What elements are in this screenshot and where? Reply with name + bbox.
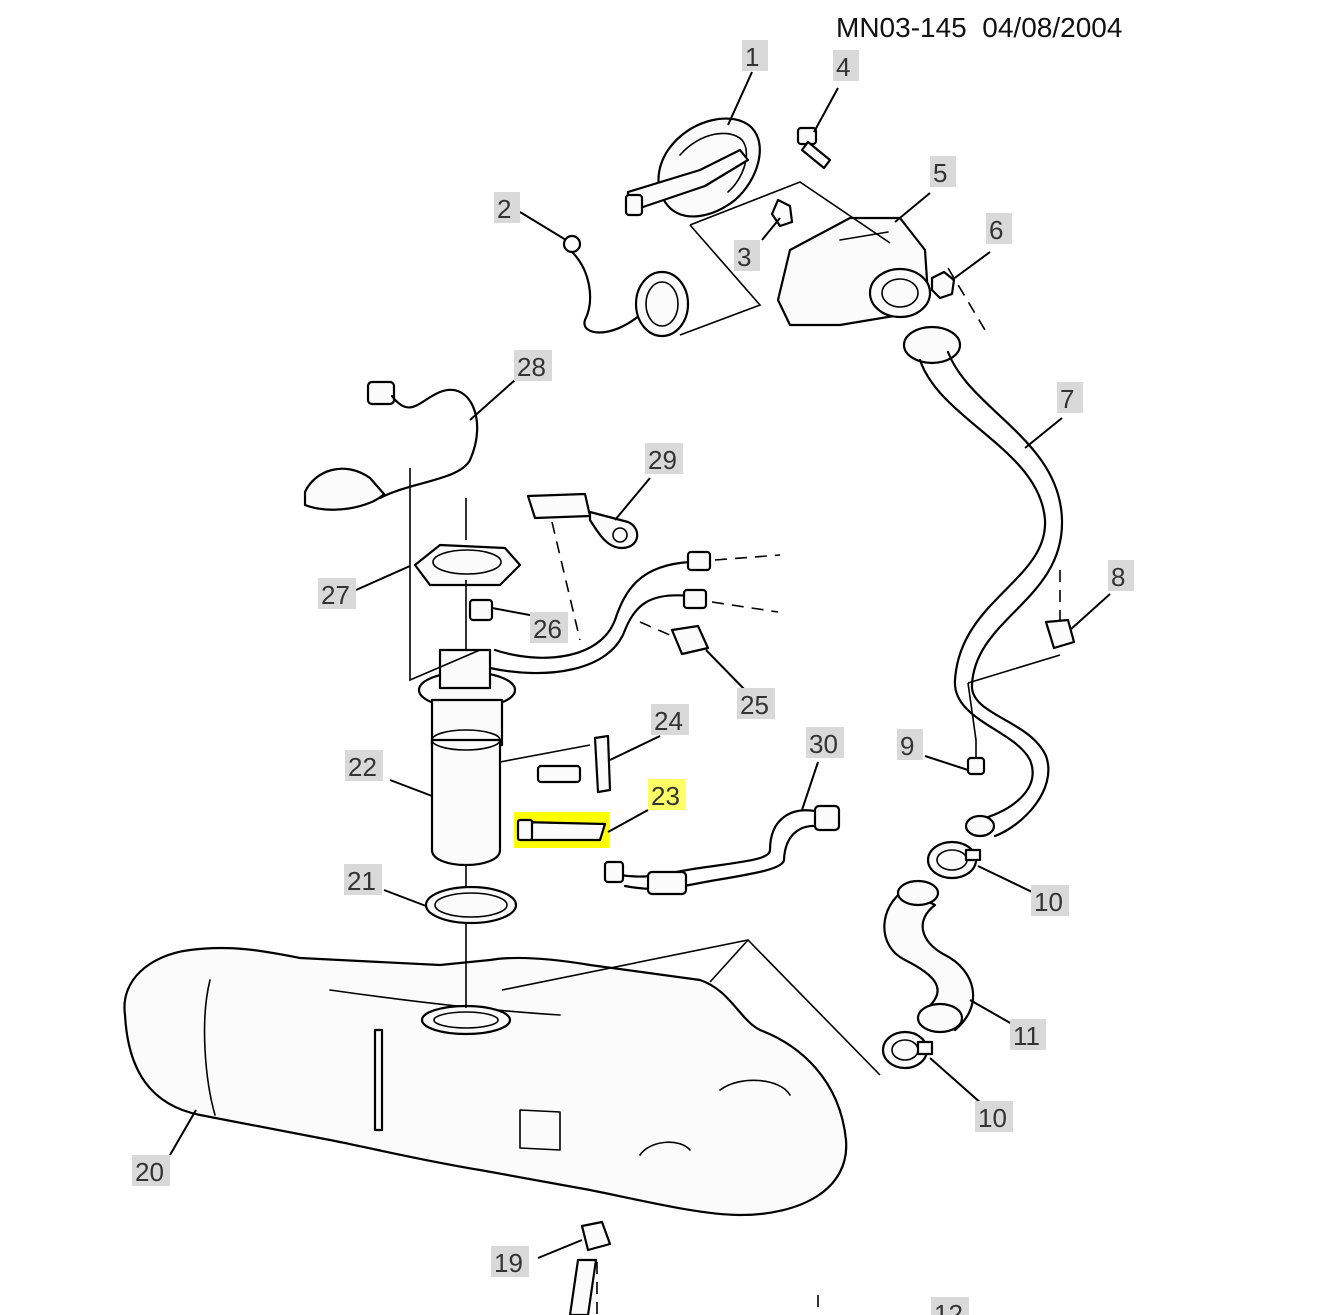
- svg-text:6: 6: [989, 215, 1003, 245]
- callout-24: 24: [651, 704, 689, 736]
- fuel-lines-module: [488, 550, 712, 675]
- part-5-filler-housing: [776, 216, 932, 327]
- part-10-clamp-upper: [926, 840, 982, 880]
- part-9-bolt: [966, 739, 986, 776]
- callout-27: 27: [318, 578, 356, 610]
- svg-text:24: 24: [654, 706, 683, 736]
- svg-text:23: 23: [651, 781, 680, 811]
- callout-26: 26: [530, 612, 568, 644]
- callout-11: 11: [1010, 1019, 1046, 1051]
- part-2-cap-tether: [562, 234, 690, 338]
- svg-text:26: 26: [533, 614, 562, 644]
- part-10-clamp-lower: [881, 1030, 934, 1070]
- part-27-lock-ring: [413, 543, 522, 587]
- part-29-retainer: [526, 492, 639, 550]
- svg-text:5: 5: [933, 158, 947, 188]
- callout-4: 4: [833, 50, 859, 82]
- svg-text:29: 29: [648, 445, 677, 475]
- callout-30: 30: [806, 727, 844, 759]
- part-19-strap-clip: [568, 1220, 612, 1315]
- part-22-fuel-pump-module: [417, 648, 517, 866]
- callout-2: 2: [494, 192, 520, 224]
- callout-25: 25: [737, 688, 775, 720]
- leader-lines: [169, 71, 1111, 1259]
- svg-text:25: 25: [740, 690, 769, 720]
- part-23-strainer-highlighted: [514, 812, 610, 848]
- callout-19: 19: [491, 1246, 529, 1278]
- callout-12: 12: [931, 1297, 969, 1315]
- svg-text:7: 7: [1060, 384, 1074, 414]
- callout-28: 28: [514, 350, 552, 382]
- callout-10-lower: 10: [975, 1101, 1013, 1133]
- part-8-clip: [1044, 618, 1076, 650]
- part-7-filler-pipe: [902, 325, 1064, 838]
- callout-21: 21: [344, 864, 382, 896]
- part-26-connector: [468, 598, 494, 622]
- part-11-hose: [883, 879, 975, 1034]
- part-28-wiring-harness: [303, 380, 479, 511]
- svg-text:8: 8: [1111, 562, 1125, 592]
- svg-text:21: 21: [347, 866, 376, 896]
- svg-text:11: 11: [1013, 1021, 1040, 1051]
- svg-text:2: 2: [497, 194, 511, 224]
- callout-23-highlighted: 23: [648, 779, 686, 811]
- svg-text:30: 30: [809, 729, 838, 759]
- callout-9: 9: [897, 729, 923, 761]
- callout-5: 5: [930, 156, 956, 188]
- svg-text:27: 27: [321, 580, 350, 610]
- callout-10-upper: 10: [1031, 885, 1069, 917]
- svg-text:9: 9: [900, 731, 914, 761]
- svg-text:28: 28: [517, 352, 546, 382]
- callout-3: 3: [734, 240, 760, 272]
- part-3-clip: [770, 198, 794, 228]
- callout-22: 22: [345, 750, 383, 782]
- svg-text:20: 20: [135, 1157, 164, 1187]
- callout-7: 7: [1057, 382, 1083, 414]
- svg-text:3: 3: [737, 242, 751, 272]
- svg-text:19: 19: [494, 1248, 523, 1278]
- part-25-filter: [670, 624, 710, 656]
- svg-text:22: 22: [348, 752, 377, 782]
- callout-6: 6: [986, 213, 1012, 245]
- diagram-reference: MN03-145 04/08/2004: [836, 12, 1122, 43]
- part-1-fuel-door-plate: [624, 117, 761, 218]
- part-20-fuel-tank: [123, 946, 848, 1217]
- assembly-guide-lines: [409, 181, 1061, 1315]
- part-4-bolt: [796, 126, 832, 170]
- svg-text:4: 4: [836, 52, 850, 82]
- svg-text:10: 10: [978, 1103, 1007, 1133]
- part-6-nut: [930, 270, 956, 300]
- part-21-seal-ring: [424, 885, 518, 925]
- callout-20: 20: [132, 1155, 170, 1187]
- callout-8: 8: [1108, 560, 1134, 592]
- part-30-vapor-line: [603, 804, 841, 896]
- callout-1: 1: [742, 40, 768, 72]
- callout-29: 29: [645, 443, 683, 475]
- svg-text:12: 12: [934, 1299, 963, 1315]
- svg-text:1: 1: [745, 42, 759, 72]
- svg-text:10: 10: [1034, 887, 1063, 917]
- part-24-level-sensor: [536, 734, 612, 794]
